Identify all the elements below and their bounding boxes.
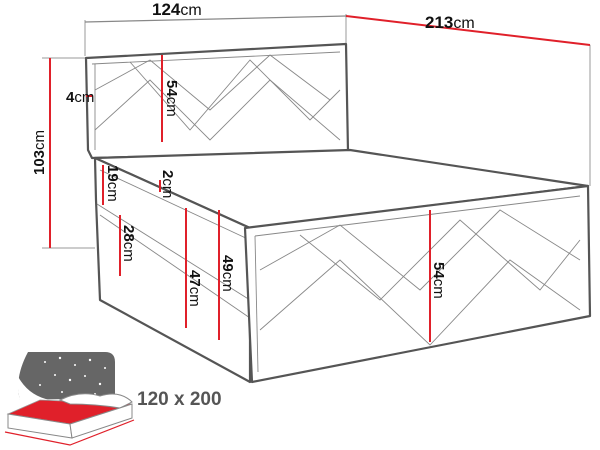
footboard-height-label: 54cm [430,262,447,299]
mattress-size-label: 120 x 200 [137,389,222,410]
mattress-size-icon [4,352,135,446]
width-label: 124cm [152,0,202,19]
length-label: 213cm [425,13,475,32]
headboard-thickness-label: 4cm [66,89,94,106]
side-height-label: 49cm [219,255,236,292]
total-height-label: 103cm [31,130,48,175]
topper-height-label: 19cm [104,165,121,202]
footboard [243,184,592,384]
sleeping-height-label: 47cm [186,270,203,307]
headboard-height-label: 54cm [163,80,180,117]
headboard [84,42,350,160]
base-height-label: 28cm [120,225,137,262]
bed-side [93,148,590,384]
gap-label: 2cm [159,170,176,198]
dimension-lines [49,15,591,342]
